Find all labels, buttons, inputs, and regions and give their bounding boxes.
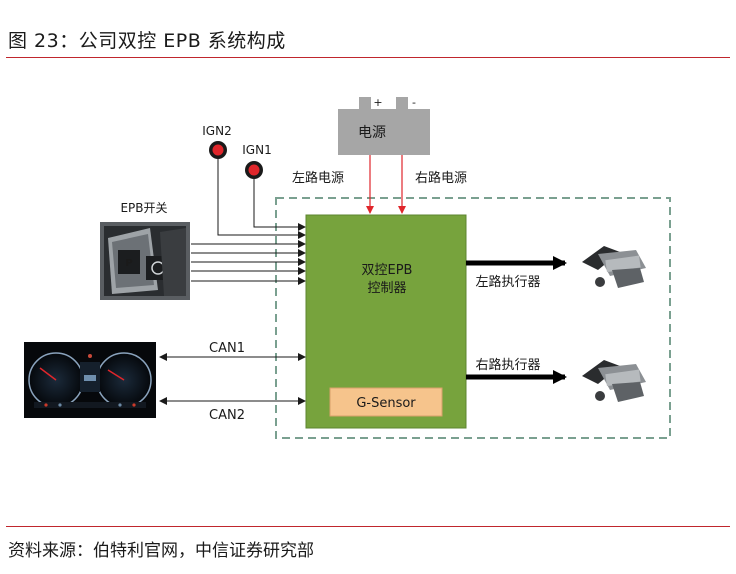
left-power-label: 左路电源 bbox=[292, 170, 344, 186]
power-minus: - bbox=[412, 96, 416, 109]
title-rule bbox=[6, 57, 730, 58]
gsensor-label: G-Sensor bbox=[356, 396, 416, 411]
can1-label: CAN1 bbox=[209, 341, 245, 356]
instrument-cluster-image bbox=[24, 342, 156, 418]
can2-label: CAN2 bbox=[209, 408, 245, 423]
right-actuator-image bbox=[582, 360, 646, 402]
svg-text:P: P bbox=[125, 258, 132, 269]
controller-label-line2: 控制器 bbox=[367, 281, 406, 296]
ign2-line bbox=[217, 159, 306, 239]
epb-switch-label: EPB开关 bbox=[120, 201, 167, 215]
power-plus: + bbox=[373, 96, 382, 109]
ign2-indicator bbox=[209, 141, 227, 159]
ign1-indicator bbox=[245, 161, 263, 179]
right-power-label: 右路电源 bbox=[415, 170, 467, 186]
right-actuator-label: 右路执行器 bbox=[475, 357, 540, 373]
left-actuator-label: 左路执行器 bbox=[475, 274, 540, 290]
figure-title: 图 23：公司双控 EPB 系统构成 bbox=[8, 30, 286, 52]
left-actuator-image bbox=[582, 246, 646, 288]
ign2-label: IGN2 bbox=[202, 124, 231, 138]
source-rule bbox=[6, 526, 730, 527]
system-boundary bbox=[275, 197, 671, 439]
epb-switch-image: P bbox=[100, 222, 190, 300]
gsensor-box bbox=[329, 387, 443, 417]
power-label: 电源 bbox=[358, 125, 386, 141]
ign1-label: IGN1 bbox=[242, 143, 271, 157]
controller-label-line1: 双控EPB bbox=[362, 263, 413, 278]
ign1-line bbox=[253, 179, 306, 231]
source-note: 资料来源：伯特利官网，中信证券研究部 bbox=[8, 541, 314, 561]
power-supply: + - 电源 bbox=[338, 96, 430, 155]
